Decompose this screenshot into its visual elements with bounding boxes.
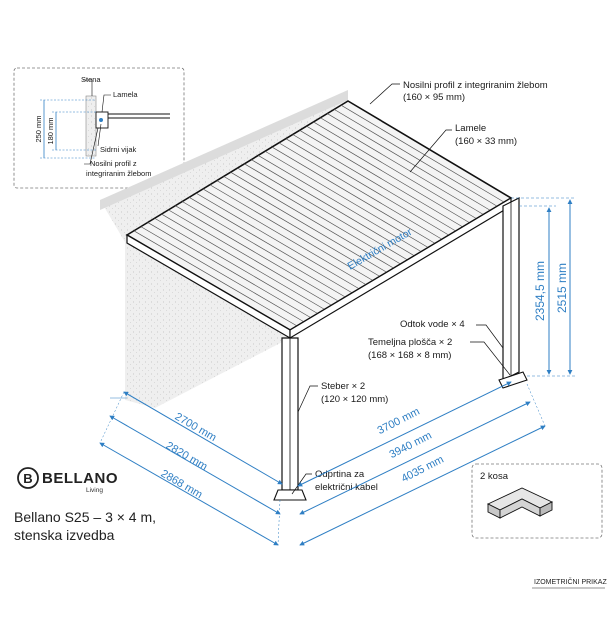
- brand-name: BELLANO: [42, 470, 118, 487]
- post-front: [273, 337, 307, 501]
- lamella-line: [299, 130, 463, 228]
- callout-steber-1: Steber × 2: [321, 381, 365, 392]
- wall-top: [100, 90, 348, 210]
- lamella-line: [230, 171, 394, 269]
- lamella-line: [327, 113, 491, 211]
- lamella-line: [292, 134, 456, 232]
- dim-2868-line: [99, 442, 279, 546]
- callout-nosilni-profil-1: Nosilni profil z integriranim žlebom: [403, 80, 548, 91]
- lamella-line: [258, 155, 422, 252]
- dim-2700: 2700 mm: [173, 411, 219, 444]
- title-line-2: stenska izvedba: [14, 527, 115, 543]
- dim-3700: 3700 mm: [375, 406, 421, 438]
- logo-letter: B: [23, 471, 32, 486]
- inset-label-nosilni-2: integriranim žlebom: [86, 169, 151, 178]
- dim-2354: 2354,5 mm: [533, 261, 547, 321]
- lamella-line: [133, 230, 298, 327]
- kosa-label: 2 kosa: [480, 471, 509, 482]
- base-plate-front: [273, 489, 307, 501]
- lamella-line: [306, 125, 470, 224]
- post-right: [498, 197, 528, 389]
- inset-frame: [13, 67, 185, 189]
- lamella-line: [154, 217, 318, 314]
- inset-label-stena: Stena: [81, 75, 101, 84]
- lamella-line: [285, 138, 450, 236]
- lamella-line: [237, 167, 401, 265]
- brand-sub: Living: [86, 487, 103, 494]
- inset-label-lamela: Lamela: [113, 90, 138, 99]
- lamella-line: [244, 163, 408, 261]
- dimension-vertical: 2354,5 mm 2515 mm: [511, 197, 576, 377]
- callout-temeljna-1: Temeljna plošča × 2: [368, 337, 452, 348]
- kosa-inset: 2 kosa: [471, 463, 603, 539]
- callout-lamele-2: (160 × 33 mm): [455, 136, 517, 147]
- lamella-line: [195, 192, 360, 290]
- inset-dim-180: 180 mm: [46, 117, 55, 144]
- lamella-line: [264, 150, 429, 248]
- callout-lamele-1: Lamele: [455, 123, 486, 134]
- inset-wall: [85, 95, 97, 157]
- lamella-line: [140, 226, 304, 323]
- lamella-line: [147, 222, 311, 318]
- dim-3940: 3940 mm: [387, 430, 433, 462]
- callout-nosilni-profil-2: (160 × 95 mm): [403, 92, 465, 103]
- dimension-width: 3700 mm 3940 mm 4035 mm: [297, 381, 546, 546]
- lamella-line: [251, 159, 415, 257]
- title-line-1: Bellano S25 – 3 × 4 m,: [14, 509, 156, 525]
- inset-detail: 250 mm 180 mm Stena Lamela Sidrni vijak …: [13, 67, 185, 189]
- lamella-line: [271, 146, 436, 244]
- pergola-roof: [125, 100, 513, 340]
- lamella-line: [209, 184, 374, 281]
- dim-2820: 2820 mm: [164, 440, 210, 473]
- logo-circle-icon: [17, 467, 39, 489]
- lamella-group: [133, 104, 505, 327]
- dim-2868: 2868 mm: [159, 468, 205, 501]
- callout-temeljna-2: (168 × 168 × 8 mm): [368, 350, 451, 361]
- inset-label-sidrni-vijak: Sidrni vijak: [100, 145, 137, 154]
- lamella-line: [320, 117, 484, 215]
- view-label: IZOMETRIČNI PRIKAZ: [534, 577, 607, 586]
- lamella-line: [278, 142, 443, 240]
- dim-2515: 2515 mm: [555, 263, 569, 313]
- dim-4035: 4035 mm: [399, 454, 445, 486]
- callout-steber-2: (120 × 120 mm): [321, 394, 388, 405]
- brand-logo: B BELLANO Living: [17, 467, 118, 494]
- lamella-line: [340, 104, 505, 203]
- lamella-line: [223, 176, 387, 273]
- kosa-frame: [471, 463, 603, 539]
- inset-dim-250: 250 mm: [34, 115, 43, 142]
- lamella-line: [334, 109, 498, 207]
- lamella-line: [182, 201, 346, 298]
- inset-anchor-bolt: [99, 118, 103, 122]
- lamella-line: [216, 180, 380, 277]
- lamella-line: [188, 197, 353, 294]
- lamella-line: [161, 213, 325, 310]
- lamella-line: [202, 188, 367, 285]
- lamella-line: [168, 209, 332, 306]
- lamella-line: [175, 205, 339, 302]
- callout-odtok-vode: Odtok vode × 4: [400, 319, 465, 330]
- inset-label-nosilni-1: Nosilni profil z: [90, 159, 137, 168]
- dim-4035-line: [299, 425, 546, 546]
- lamella-line: [313, 121, 477, 219]
